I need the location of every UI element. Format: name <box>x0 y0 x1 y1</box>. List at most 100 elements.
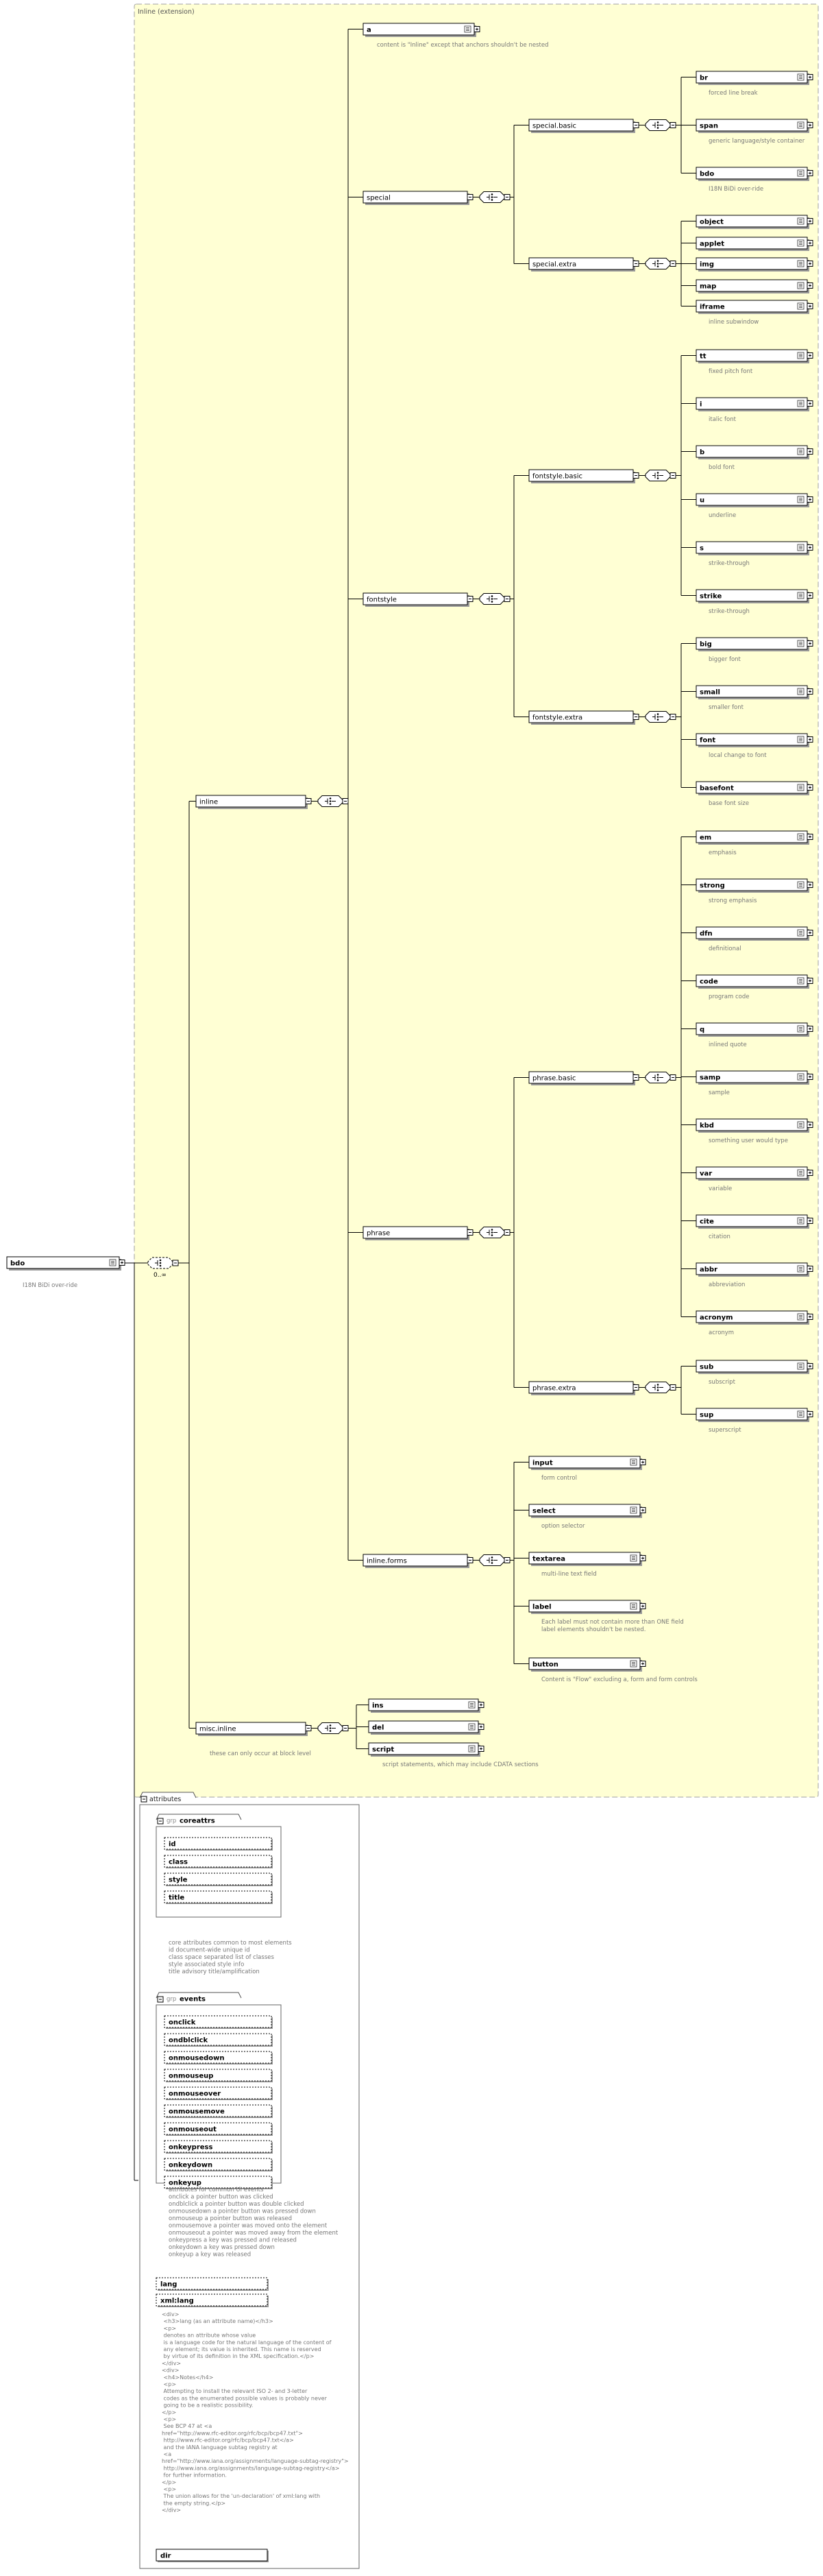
collapse-icon[interactable] <box>632 1074 639 1081</box>
collapse-icon[interactable] <box>670 1074 676 1081</box>
input-element-box[interactable]: input <box>528 1456 646 1470</box>
expand-icon[interactable] <box>807 592 813 599</box>
expand-icon[interactable] <box>807 1411 813 1417</box>
applet-element-box[interactable]: applet <box>696 237 813 251</box>
expand-icon[interactable] <box>807 978 813 984</box>
expand-icon[interactable] <box>478 1746 484 1752</box>
choice-compositor-icon[interactable] <box>645 711 676 723</box>
collapse-icon[interactable] <box>504 1557 511 1563</box>
collapse-icon[interactable] <box>305 798 312 804</box>
expand-icon[interactable] <box>807 282 813 289</box>
fontstyle-group-box[interactable]: fontstyle <box>363 592 474 607</box>
attr-onkeydown-box[interactable]: onkeydown <box>164 2158 273 2171</box>
expand-icon[interactable] <box>478 1702 484 1708</box>
collapse-icon[interactable] <box>467 1229 474 1236</box>
expand-icon[interactable] <box>639 1555 646 1561</box>
collapse-icon[interactable] <box>632 472 639 479</box>
u-element-box[interactable]: u <box>696 493 813 507</box>
q-element-box[interactable]: q <box>696 1022 813 1037</box>
collapse-icon[interactable] <box>172 1260 179 1266</box>
collapse-icon[interactable] <box>467 194 474 200</box>
collapse-icon[interactable] <box>670 122 676 128</box>
kbd-element-box[interactable]: kbd <box>696 1118 813 1133</box>
script-element-box[interactable]: script <box>368 1742 484 1757</box>
expand-icon[interactable] <box>639 1661 646 1667</box>
attributes-tab[interactable]: attributes <box>139 1792 197 1803</box>
expand-icon[interactable] <box>119 1260 125 1266</box>
expand-icon[interactable] <box>807 1122 813 1128</box>
collapse-icon[interactable] <box>342 1725 349 1731</box>
expand-icon[interactable] <box>807 1218 813 1224</box>
expand-icon[interactable] <box>807 544 813 551</box>
collapse-icon[interactable] <box>305 1725 312 1731</box>
label-element-box[interactable]: label <box>528 1600 646 1614</box>
choice-compositor-icon[interactable] <box>645 258 676 269</box>
expand-icon[interactable] <box>807 834 813 840</box>
attr-onmouseup-box[interactable]: onmouseup <box>164 2069 273 2082</box>
expand-icon[interactable] <box>807 74 813 80</box>
expand-icon[interactable] <box>807 640 813 647</box>
expand-icon[interactable] <box>807 736 813 743</box>
big-element-box[interactable]: big <box>696 637 813 651</box>
collapse-icon[interactable] <box>670 714 676 720</box>
span-element-box[interactable]: span <box>696 119 813 133</box>
b-element-box[interactable]: b <box>696 445 813 459</box>
attr-xmllang-box[interactable]: xml:lang <box>156 2294 269 2307</box>
sup-element-box[interactable]: sup <box>696 1408 813 1422</box>
attr-onclick-box[interactable]: onclick <box>164 2015 273 2029</box>
expand-icon[interactable] <box>474 26 480 32</box>
expand-icon[interactable] <box>807 930 813 936</box>
cite-element-box[interactable]: cite <box>696 1214 813 1229</box>
expand-icon[interactable] <box>639 1603 646 1609</box>
phrase-extra-group-box[interactable]: phrase.extra <box>528 1381 639 1395</box>
font-element-box[interactable]: font <box>696 733 813 747</box>
a-element-box[interactable]: a <box>363 23 480 37</box>
choice-compositor-icon[interactable] <box>645 1382 676 1393</box>
iframe-element-box[interactable]: iframe <box>696 300 813 314</box>
map-element-box[interactable]: map <box>696 279 813 293</box>
expand-icon[interactable] <box>807 352 813 359</box>
collapse-icon[interactable] <box>632 714 639 720</box>
expand-icon[interactable] <box>807 1314 813 1320</box>
i-element-box[interactable]: i <box>696 397 813 411</box>
attr-lang-box[interactable]: lang <box>156 2277 269 2291</box>
expand-icon[interactable] <box>639 1507 646 1513</box>
collapse-icon[interactable] <box>342 798 349 804</box>
textarea-element-box[interactable]: textarea <box>528 1552 646 1566</box>
choice-compositor-icon[interactable] <box>317 795 349 807</box>
collapse-icon[interactable] <box>670 261 676 267</box>
del-element-box[interactable]: del <box>368 1720 484 1735</box>
special-group-box[interactable]: special <box>363 191 474 205</box>
var-element-box[interactable]: var <box>696 1166 813 1181</box>
special-extra-group-box[interactable]: special.extra <box>528 257 639 272</box>
attr-onmouseover-box[interactable]: onmouseover <box>164 2086 273 2100</box>
inline-group-box[interactable]: inline <box>195 795 312 809</box>
expand-icon[interactable] <box>639 1459 646 1465</box>
bdo-inner-element-box[interactable]: bdo <box>696 167 813 181</box>
inline-forms-group-box[interactable]: inline.forms <box>363 1554 474 1568</box>
attr-onkeypress-box[interactable]: onkeypress <box>164 2140 273 2154</box>
attr-class-box[interactable]: class <box>164 1855 273 1868</box>
root-choice-compositor-icon[interactable] <box>147 1257 179 1269</box>
expand-icon[interactable] <box>807 261 813 267</box>
basefont-element-box[interactable]: basefont <box>696 781 813 795</box>
expand-icon[interactable] <box>807 448 813 455</box>
expand-icon[interactable] <box>807 303 813 309</box>
phrase-basic-group-box[interactable]: phrase.basic <box>528 1071 639 1085</box>
em-element-box[interactable]: em <box>696 830 813 845</box>
attr-onmousedown-box[interactable]: onmousedown <box>164 2051 273 2065</box>
expand-icon[interactable] <box>807 170 813 176</box>
ins-element-box[interactable]: ins <box>368 1698 484 1713</box>
choice-compositor-icon[interactable] <box>479 1554 511 1566</box>
br-element-box[interactable]: br <box>696 71 813 85</box>
expand-icon[interactable] <box>807 496 813 503</box>
choice-compositor-icon[interactable] <box>645 470 676 481</box>
misc-inline-group-box[interactable]: misc.inline <box>195 1722 312 1736</box>
attr-title-box[interactable]: title <box>164 1890 273 1904</box>
strike-element-box[interactable]: strike <box>696 589 813 603</box>
abbr-element-box[interactable]: abbr <box>696 1262 813 1277</box>
object-element-box[interactable]: object <box>696 215 813 229</box>
expand-icon[interactable] <box>807 1074 813 1080</box>
dfn-element-box[interactable]: dfn <box>696 926 813 941</box>
expand-icon[interactable] <box>807 1026 813 1032</box>
